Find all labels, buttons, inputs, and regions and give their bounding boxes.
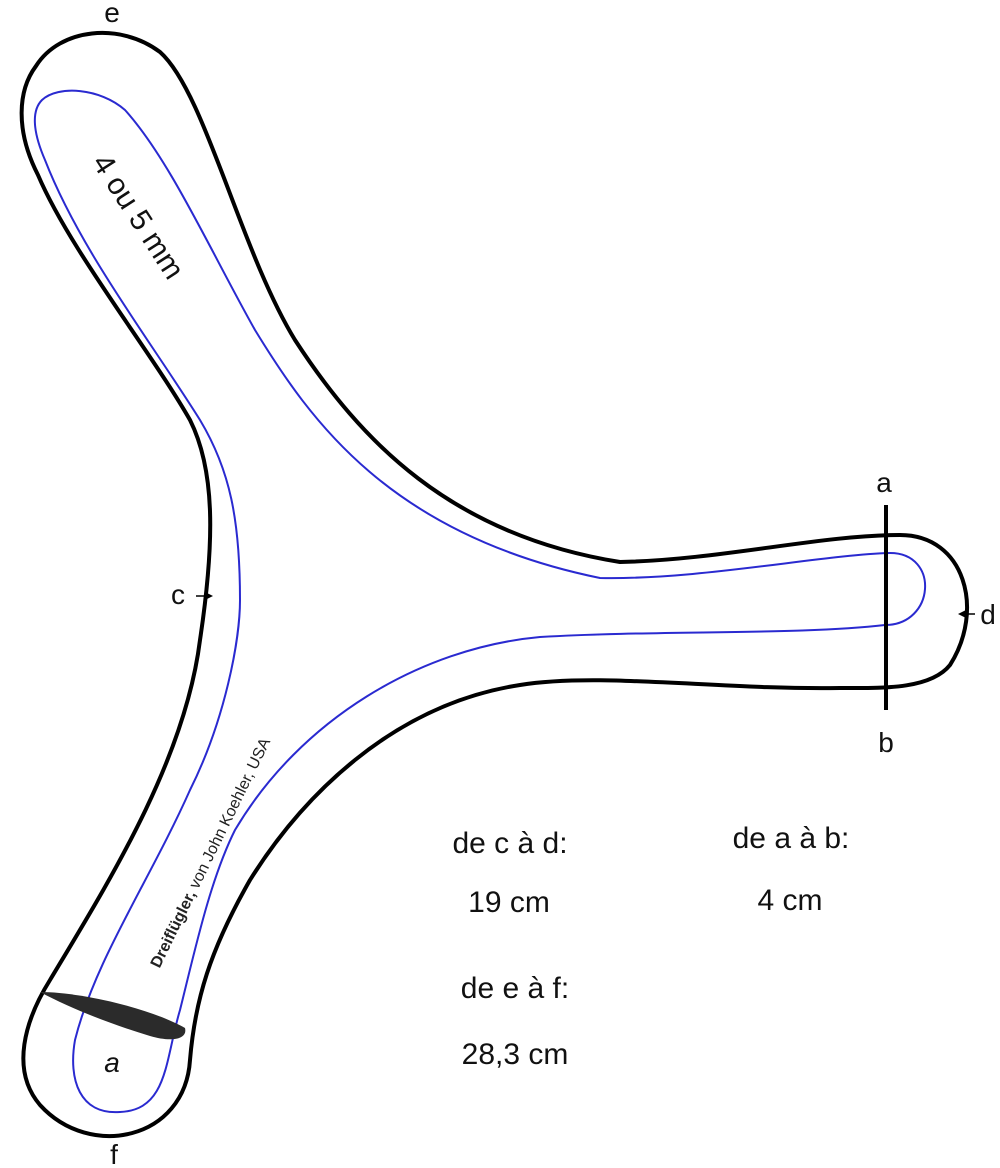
measure-c-d-label: de c à d: (452, 827, 567, 860)
credit-author: von John Koehler, USA (184, 735, 274, 895)
boomerang-inner-line (33, 89, 926, 1114)
c-arrowhead-icon (205, 592, 213, 600)
credit-line: Dreiflügler, von John Koehler, USA (148, 735, 275, 971)
point-label-c: c (171, 579, 185, 610)
point-label-b: b (878, 727, 894, 758)
point-label-f: f (110, 1139, 118, 1168)
airfoil-section-label: a (104, 1047, 120, 1078)
measure-a-b-value: 4 cm (757, 884, 822, 917)
point-label-a: a (876, 467, 892, 498)
measure-e-f-label: de e à f: (461, 972, 569, 1005)
d-arrowhead-icon (958, 610, 966, 618)
boomerang-outer-outline (19, 31, 970, 1139)
measure-a-b-label: de a à b: (733, 822, 850, 855)
thickness-label: 4 ou 5 mm (86, 148, 191, 285)
point-label-e: e (104, 0, 120, 28)
measure-c-d-value: 19 cm (468, 886, 550, 919)
measure-e-f-value: 28,3 cm (462, 1038, 569, 1071)
point-label-d: d (980, 599, 996, 630)
airfoil-section-marker (40, 992, 186, 1040)
